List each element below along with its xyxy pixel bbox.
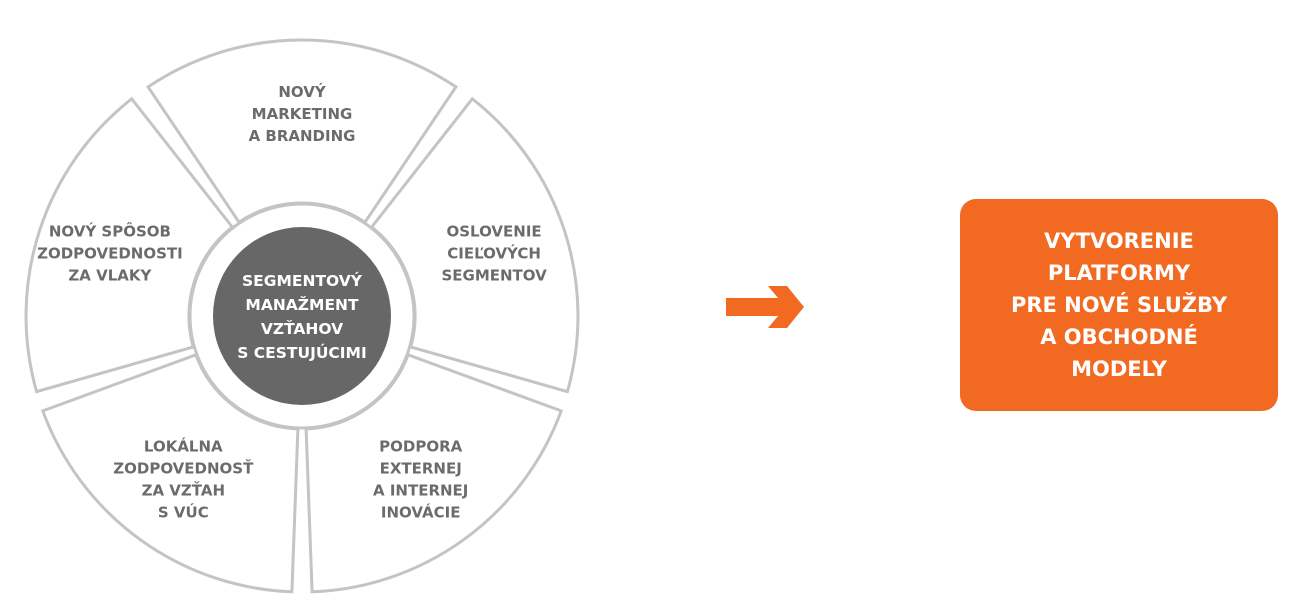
segment-5-label: NOVÝ SPÔSOB ZODPOVEDNOSTI ZA VLAKY — [37, 222, 183, 285]
hub-label-line: MANAŽMENT — [245, 295, 359, 314]
right-arrow-icon — [726, 286, 804, 328]
segment-label-line: MARKETING — [252, 105, 353, 123]
result-line: PLATFORMY — [1047, 261, 1191, 285]
segment-label-line: A INTERNEJ — [373, 481, 468, 499]
result-line: MODELY — [1071, 357, 1167, 381]
segment-label-line: ZA VZŤAH — [142, 480, 225, 499]
segment-label-line: NOVÝ — [278, 82, 327, 101]
segment-1-label: NOVÝ MARKETING A BRANDING — [249, 82, 356, 145]
result-label: VYTVORENIE PLATFORMY PRE NOVÉ SLUŽBY A O… — [1011, 225, 1227, 385]
segment-label-line: INOVÁCIE — [381, 502, 461, 521]
result-line: VYTVORENIE — [1044, 229, 1194, 253]
segment-label-line: ZODPOVEDNOSTI — [37, 245, 183, 263]
segment-label-line: EXTERNEJ — [380, 459, 462, 477]
result-box: VYTVORENIE PLATFORMY PRE NOVÉ SLUŽBY A O… — [960, 199, 1278, 411]
result-line: PRE NOVÉ SLUŽBY — [1010, 293, 1228, 317]
segment-label-line: OSLOVENIE — [447, 223, 542, 241]
segment-label-line: ZA VLAKY — [68, 267, 152, 285]
segment-2-label: OSLOVENIE CIEĽOVÝCH SEGMENTOV — [441, 223, 547, 285]
arrow-shape — [726, 286, 804, 328]
hub-label: SEGMENTOVÝ MANAŽMENT VZŤAHOV S CESTUJÚCIMI — [237, 271, 367, 362]
segment-ring: NOVÝ MARKETING A BRANDING OSLOVENIE CIEĽOVÝC… — [24, 38, 580, 594]
hub-label-line: VZŤAHOV — [261, 319, 343, 338]
segment-label-line: A BRANDING — [249, 127, 356, 145]
segment-label-line: LOKÁLNA — [144, 436, 223, 455]
center-hub: SEGMENTOVÝ MANAŽMENT VZŤAHOV S CESTUJÚCIMI — [188, 202, 416, 430]
segment-label-line: NOVÝ SPÔSOB — [49, 222, 171, 241]
segment-label-line: PODPORA — [379, 437, 462, 455]
hub-label-line: SEGMENTOVÝ — [242, 271, 363, 290]
segment-label-line: ZODPOVEDNOSŤ — [113, 458, 254, 477]
hub-label-line: S CESTUJÚCIMI — [237, 343, 367, 362]
hub-core — [213, 227, 391, 405]
segment-label-line: S VÚC — [158, 502, 209, 521]
result-line: A OBCHODNÉ — [1040, 325, 1198, 349]
segment-label-line: SEGMENTOV — [441, 267, 547, 285]
segment-3-label: PODPORA EXTERNEJ A INTERNEJ INOVÁCIE — [373, 437, 468, 521]
segment-4-label: LOKÁLNA ZODPOVEDNOSŤ ZA VZŤAH S VÚC — [113, 436, 254, 521]
segment-label-line: CIEĽOVÝCH — [447, 244, 541, 263]
